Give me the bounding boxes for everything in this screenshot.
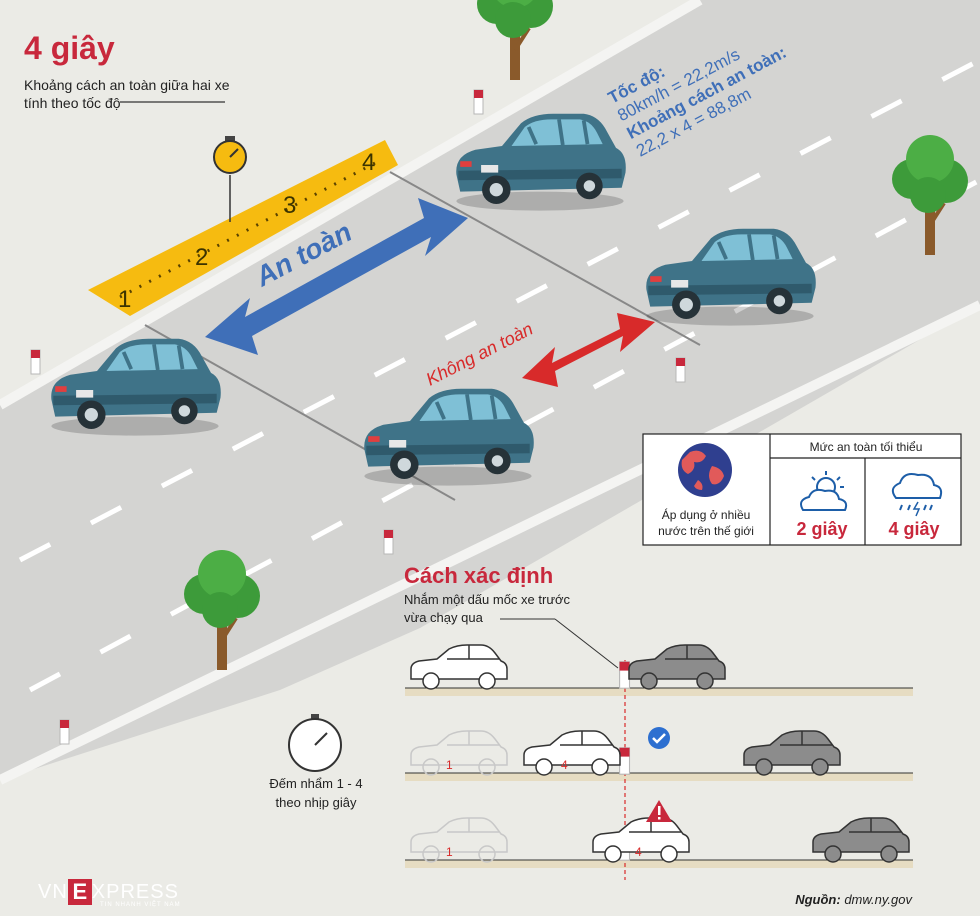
road-post-icon xyxy=(59,719,70,745)
logo-tagline: TIN NHANH VIỆT NAM xyxy=(100,902,181,908)
landmark-post-icon xyxy=(619,661,631,689)
follow-car xyxy=(523,730,621,776)
method-desc-2: vừa chạy qua xyxy=(404,610,483,625)
safe-distance-arrow xyxy=(205,198,468,355)
logo-e-mark: E xyxy=(67,879,92,905)
count-label-1: 1 xyxy=(446,758,453,772)
partly-cloudy-icon xyxy=(800,471,848,511)
follow-car-ghost xyxy=(410,817,508,863)
road-post-icon xyxy=(383,529,394,555)
follow-car xyxy=(410,644,508,690)
road-post-icon xyxy=(675,357,686,383)
road-post-icon xyxy=(473,89,484,115)
logo-vn: VN xyxy=(38,880,68,903)
minimum-safety-header: Mức an toàn tối thiểu xyxy=(810,440,923,454)
rain-seconds: 4 giây xyxy=(888,519,939,539)
ruler-label-1: 1 xyxy=(118,286,131,313)
dry-seconds: 2 giây xyxy=(796,519,847,539)
page-subtitle-2: tính theo tốc độ xyxy=(24,95,121,111)
lead-car xyxy=(628,644,726,690)
count-instruction-1: Đếm nhẩm 1 - 4 xyxy=(269,776,363,791)
count-label-1: 1 xyxy=(446,845,453,859)
tree-icon xyxy=(475,0,555,82)
source-value: dmw.ny.gov xyxy=(844,892,912,907)
count-label-4: 4 xyxy=(561,758,568,772)
globe-caption-2: nước trên thế giới xyxy=(658,524,754,538)
ruler-label-4: 4 xyxy=(362,149,375,176)
landmark-post-icon xyxy=(619,747,631,775)
lead-car xyxy=(812,817,910,863)
source-credit: Nguồn: dmw.ny.gov xyxy=(795,892,912,907)
car-follow-safe xyxy=(49,336,223,438)
page-title: 4 giây xyxy=(24,30,115,66)
stopwatch-icon xyxy=(213,136,247,222)
vnexpress-logo: VN E XPRESS xyxy=(38,878,179,906)
info-box: Áp dụng ở nhiều nước trên thế giới Mức a… xyxy=(642,433,962,546)
unsafe-distance-arrow xyxy=(522,313,655,387)
page-subtitle-1: Khoảng cách an toàn giữa hai xe xyxy=(24,77,230,93)
globe-caption-1: Áp dụng ở nhiều xyxy=(662,507,751,522)
road-post-icon xyxy=(30,349,41,375)
check-icon xyxy=(648,727,670,749)
count-label-4: 4 xyxy=(635,845,642,859)
second-ruler: 1 2 3 4 xyxy=(88,140,398,316)
method-desc-1: Nhắm một dấu mốc xe trước xyxy=(404,592,571,607)
source-label: Nguồn: xyxy=(795,892,841,907)
ruler-label-2: 2 xyxy=(195,244,208,271)
method-diagram: 1 4 1 4 xyxy=(405,618,913,880)
stopwatch-icon xyxy=(288,714,342,772)
logo-express: XPRESS xyxy=(91,880,179,903)
warning-icon xyxy=(646,800,672,822)
count-instruction-2: theo nhịp giây xyxy=(275,795,357,810)
ruler-label-3: 3 xyxy=(283,192,296,219)
lead-car xyxy=(743,730,841,776)
rain-cloud-icon xyxy=(891,473,943,517)
globe-icon xyxy=(678,443,732,497)
follow-car-ghost xyxy=(410,730,508,776)
method-title: Cách xác định xyxy=(404,563,554,588)
